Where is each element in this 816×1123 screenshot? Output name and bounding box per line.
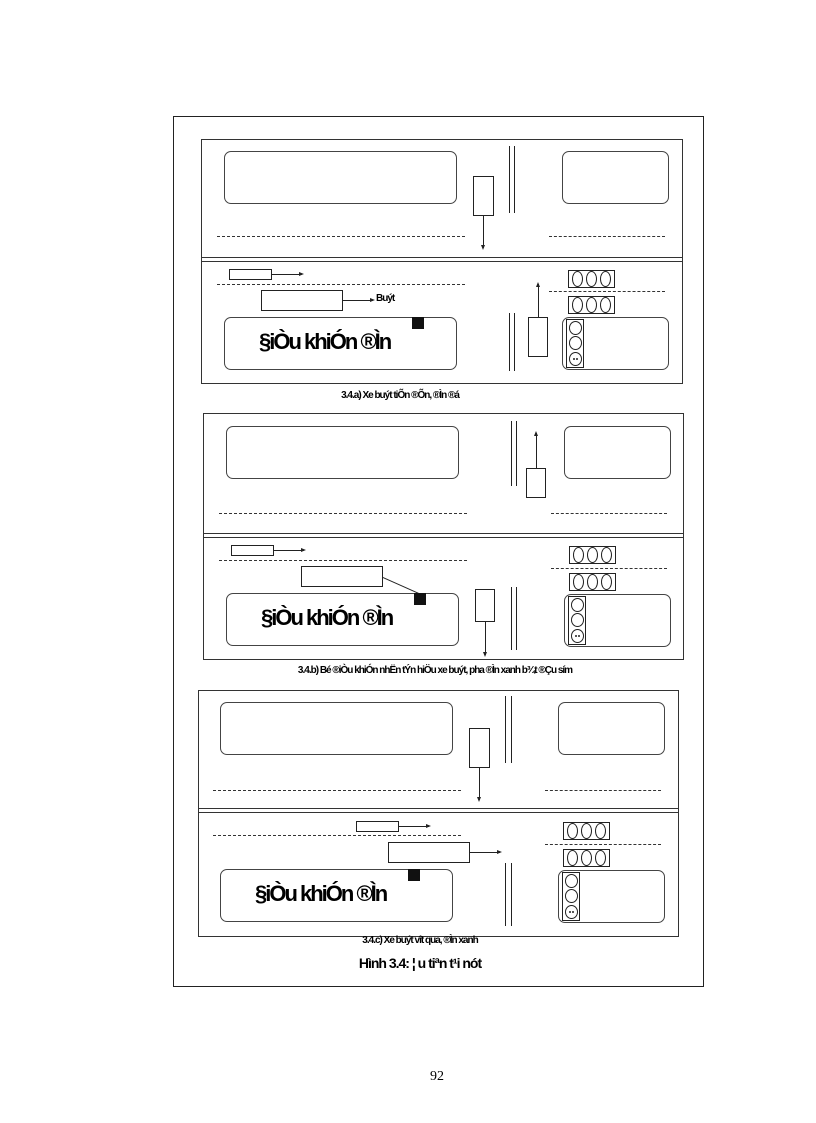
bus-direction-arrow [343,298,375,302]
panel-b-border [203,413,684,660]
controller-building [224,317,457,370]
controller-building [220,869,453,922]
vehicle-direction-arrow [536,282,540,317]
panel-a: Buýt §iÒu khiÓn ®Ìn [201,139,683,384]
traffic-light-horizontal [563,822,610,840]
road-edge-line [505,863,506,926]
traffic-light-horizontal [563,849,610,867]
road-edge-line [516,587,517,650]
caption-c: 3.4.c) Xe buýt v­ît qua, ®Ìn xanh [362,935,478,946]
page-number: 92 [430,1069,444,1084]
controller-label: §iÒu khiÓn ®Ìn [259,329,392,354]
building-bottom-right [562,317,669,370]
lane-divider [549,236,665,237]
road-edge-line [511,587,512,650]
building-bottom-right [558,870,665,923]
car-direction-arrow [399,824,431,828]
signal-detector [408,869,420,881]
car-direction-arrow [274,548,306,552]
traffic-light-vertical [568,596,586,645]
controller-label: §iÒu khiÓn ®Ìn [261,605,394,630]
car-direction-arrow [272,272,304,276]
bus [261,290,343,311]
car-eastbound [356,821,399,832]
bus-label: Buýt [376,293,395,304]
car-eastbound [231,545,274,556]
lane-divider [213,790,461,791]
building-top-left [224,151,457,204]
panel-c: §iÒu khiÓn ®Ìn [198,690,679,937]
road-edge-line [509,313,510,371]
lane-divider [545,844,661,845]
road-edge-line [511,863,512,926]
lane-divider [217,236,465,237]
building-top-right [564,426,671,479]
figure-title: Hình 3.4: ¦ u tiªn t¹i nót [358,955,482,971]
vehicle-southbound [475,589,495,622]
traffic-light-horizontal [568,270,615,288]
signal-detector [414,593,426,605]
lane-divider [219,560,467,561]
car-eastbound [229,269,272,280]
traffic-light-vertical [566,319,584,368]
building-top-left [220,702,453,755]
figure-frame [173,116,704,987]
road-edge-line [514,313,515,371]
vehicle-southbound [473,176,494,216]
caption-b: 3.4.b) Bé ®iÒu khiÓn nhËn tÝn hiÖu xe bu… [297,665,573,676]
vehicle-direction-arrow [483,622,487,657]
vehicle-direction-arrow [534,431,538,468]
road-edge-line [511,696,512,763]
traffic-light-horizontal [568,296,615,314]
vehicle-northbound [528,317,548,357]
road-median [203,533,684,538]
vehicle-northbound [526,468,546,498]
road-median [201,257,683,262]
panel-b: §iÒu khiÓn ®Ìn [203,413,684,660]
road-edge-line [516,421,517,486]
vehicle-direction-arrow [481,216,485,250]
caption-a: 3.4.a) Xe buýt tiÕn ®Õn, ®Ìn ®á [341,390,460,401]
road-edge-line [511,421,512,486]
bus [388,842,470,863]
lane-divider [219,513,467,514]
lane-divider [549,291,665,292]
lane-divider [551,513,667,514]
lane-divider [217,284,465,285]
lane-divider [545,790,661,791]
lane-divider [551,568,667,569]
traffic-light-vertical [562,872,580,921]
controller-label: §iÒu khiÓn ®Ìn [255,881,388,906]
signal-detector [412,317,424,329]
building-top-right [562,151,669,204]
road-edge-line [514,146,515,213]
vehicle-direction-arrow [477,768,481,802]
controller-building [226,593,459,646]
traffic-light-horizontal [569,573,616,591]
bus [301,566,383,587]
panel-c-border [198,690,679,937]
vehicle-southbound [469,728,490,768]
road-edge-line [509,146,510,213]
bus-direction-arrow [470,850,502,854]
traffic-light-horizontal [569,546,616,564]
building-top-left [226,426,459,479]
building-top-right [558,702,665,755]
road-edge-line [505,696,506,763]
building-bottom-right [564,594,671,647]
road-median [198,808,679,813]
lane-divider [213,835,461,836]
